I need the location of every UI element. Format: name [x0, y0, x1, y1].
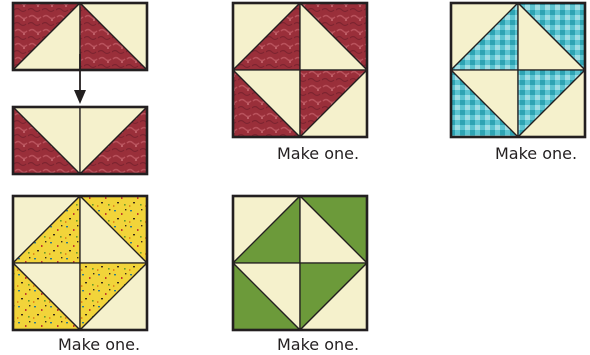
diagram-layer — [13, 3, 585, 330]
caption-yellow-block: Make one. — [58, 336, 140, 354]
caption-red-block: Make one. — [277, 145, 359, 163]
caption-green-block: Make one. — [277, 336, 359, 354]
caption-blue-block: Make one. — [495, 145, 577, 163]
